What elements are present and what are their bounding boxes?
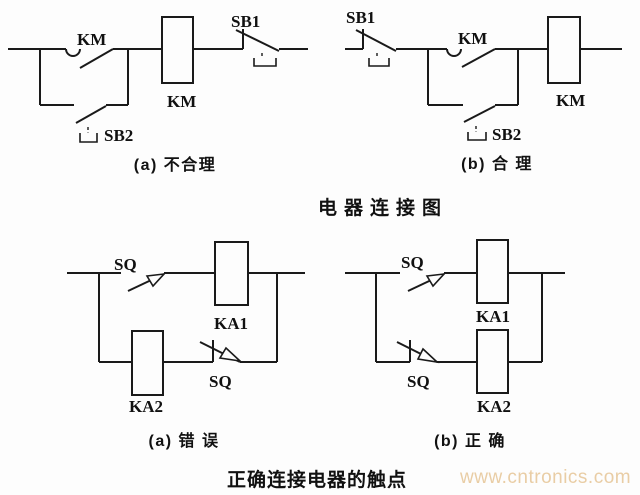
ka1-label: KA1 (214, 314, 248, 333)
ka2-coil (476, 329, 509, 394)
ka1-coil (214, 241, 249, 306)
km-contact-blade (79, 48, 114, 69)
sb2-label: SB2 (492, 125, 521, 144)
circuit-top-right: SB1 KM KM SB2 (b) 合 理 (345, 8, 622, 173)
sb2-button-bracket (467, 132, 487, 141)
caption-top-right: (b) 合 理 (461, 154, 533, 173)
bottom-section-title: 正确连接电器的触点 (227, 468, 407, 491)
circuit-top-left: KM KM SB1 SB2 (a) 不合理 (8, 12, 308, 174)
km-coil-label: KM (556, 91, 585, 110)
sb1-blade (355, 29, 397, 52)
caption-bottom-right: (b) 正 确 (434, 431, 506, 450)
km-contact-hinge-arc (446, 48, 462, 57)
ka2-coil (131, 330, 164, 396)
sb1-label: SB1 (346, 8, 375, 27)
circuit-bottom-right: SQ KA1 SQ KA2 (b) 正 确 (345, 239, 565, 450)
sb1-button-bracket (368, 58, 390, 67)
sb1-button-bracket (253, 58, 277, 67)
watermark-text: www.cntronics.com (459, 467, 631, 488)
caption-bottom-left: (a) 错 误 (149, 431, 220, 450)
km-coil (161, 16, 194, 84)
ka2-label: KA2 (477, 397, 511, 416)
sb2-blade (463, 105, 496, 123)
sb2-button-bracket (79, 133, 98, 143)
sq-no-label: SQ (114, 255, 137, 274)
sq-nc-arrowhead (218, 346, 243, 363)
ka1-coil (476, 239, 509, 304)
km-contact-label: KM (458, 29, 487, 48)
circuit-bottom-left: SQ KA1 SQ KA2 (a) 错 误 (67, 241, 305, 450)
sq-nc-label: SQ (209, 372, 232, 391)
km-contact-blade (461, 48, 496, 68)
sq-nc-arrowhead (416, 347, 440, 364)
sq-no-label: SQ (401, 253, 424, 272)
sb1-blade (235, 29, 280, 52)
ka2-label: KA2 (129, 397, 163, 416)
sq-no-arrowhead (425, 272, 447, 288)
sb1-label: SB1 (231, 12, 260, 31)
sb2-blade (75, 105, 107, 124)
sq-no-arrowhead (145, 272, 167, 288)
km-contact-label: KM (77, 30, 106, 49)
km-coil (547, 16, 581, 84)
sq-nc-label: SQ (407, 372, 430, 391)
top-section-title: 电器连接图 (318, 196, 448, 219)
km-coil-label: KM (167, 92, 196, 111)
caption-top-left: (a) 不合理 (134, 155, 217, 174)
ka1-label: KA1 (476, 307, 510, 326)
km-contact-hinge-arc (65, 48, 81, 57)
sb2-label: SB2 (104, 126, 133, 145)
